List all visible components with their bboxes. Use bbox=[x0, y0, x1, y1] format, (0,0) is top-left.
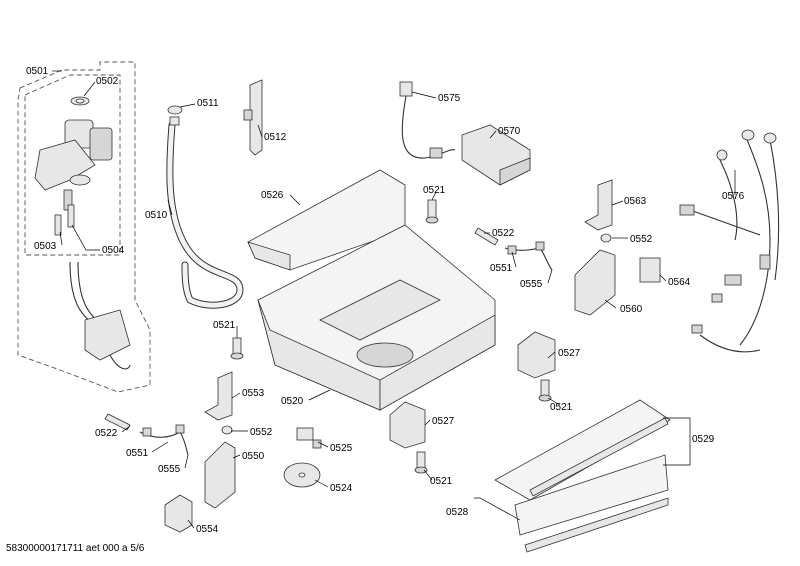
part-0520-base-tub bbox=[257, 224, 496, 411]
label-0553: 0553 bbox=[242, 388, 265, 399]
label-0529: 0529 bbox=[692, 434, 715, 445]
label-0521-d: 0521 bbox=[430, 476, 453, 487]
label-0521-a: 0521 bbox=[423, 185, 446, 196]
label-0524: 0524 bbox=[330, 483, 353, 494]
part-0570-control-module bbox=[461, 124, 531, 186]
part-0521-foot-d bbox=[414, 451, 428, 474]
label-0521-c: 0521 bbox=[550, 402, 573, 413]
part-0521-foot-c bbox=[538, 379, 552, 402]
part-0512-bracket bbox=[243, 79, 263, 156]
part-0527-cover-right bbox=[517, 331, 556, 379]
part-0521-foot-a bbox=[425, 199, 439, 224]
part-0511-clamp bbox=[167, 105, 183, 126]
label-0511: 0511 bbox=[197, 98, 219, 109]
part-0529-plinth bbox=[494, 399, 671, 501]
label-0570: 0570 bbox=[498, 126, 521, 137]
label-0504: 0504 bbox=[102, 245, 125, 256]
label-0521-b: 0521 bbox=[213, 320, 236, 331]
label-0520: 0520 bbox=[281, 396, 304, 407]
part-0504-hose bbox=[69, 261, 131, 370]
part-0563-bracket bbox=[584, 179, 613, 231]
label-0551-b: 0551 bbox=[126, 448, 149, 459]
label-0555-a: 0555 bbox=[520, 279, 543, 290]
label-0551-a: 0551 bbox=[490, 263, 513, 274]
part-0560-bracket bbox=[574, 249, 616, 316]
label-0527-a: 0527 bbox=[558, 348, 581, 359]
label-0503: 0503 bbox=[34, 241, 57, 252]
part-0554-clip bbox=[164, 494, 193, 533]
label-0552-a: 0552 bbox=[630, 234, 653, 245]
label-0560: 0560 bbox=[620, 304, 643, 315]
part-0503-filter bbox=[54, 204, 75, 236]
leader-lines bbox=[52, 70, 736, 529]
part-0521-foot-b bbox=[230, 337, 244, 360]
document-reference: 58300000171711 aet 000 a 5/6 bbox=[6, 543, 145, 554]
label-0564: 0564 bbox=[668, 277, 691, 288]
part-0552-nut-right bbox=[600, 233, 612, 243]
part-0576-wiring-harness bbox=[679, 129, 780, 353]
part-0528-plinth-strip bbox=[514, 454, 669, 553]
label-0528: 0528 bbox=[446, 507, 469, 518]
label-0526: 0526 bbox=[261, 190, 284, 201]
part-labels: 0501 0502 0503 0504 0510 0511 0512 0526 … bbox=[26, 66, 745, 535]
part-0522-sensor-right bbox=[474, 227, 553, 271]
label-0575: 0575 bbox=[438, 93, 461, 104]
part-0550-bracket bbox=[204, 441, 236, 509]
label-0502: 0502 bbox=[96, 76, 119, 87]
label-0554: 0554 bbox=[196, 524, 219, 535]
assembly-0501-outline bbox=[17, 61, 151, 393]
label-0510: 0510 bbox=[145, 210, 168, 221]
label-0555-b: 0555 bbox=[158, 464, 181, 475]
part-0575-cable bbox=[399, 81, 456, 159]
label-0527-b: 0527 bbox=[432, 416, 455, 427]
part-0552-nut-left bbox=[221, 425, 233, 435]
part-0525-switch bbox=[296, 427, 322, 449]
part-0527-cover-left bbox=[389, 401, 426, 449]
label-0550: 0550 bbox=[242, 451, 265, 462]
part-inlet-valve-assembly bbox=[34, 119, 113, 211]
part-0524-disc bbox=[283, 462, 321, 488]
label-0552-b: 0552 bbox=[250, 427, 273, 438]
label-0525: 0525 bbox=[330, 443, 353, 454]
part-0522-sensor-left bbox=[104, 413, 189, 456]
part-0564-connector bbox=[639, 257, 661, 283]
part-0502-nut bbox=[70, 96, 90, 106]
part-0553-bracket bbox=[204, 371, 233, 421]
label-0522-b: 0522 bbox=[95, 428, 118, 439]
label-0522-a: 0522 bbox=[492, 228, 515, 239]
part-0510-drain-hose bbox=[166, 121, 244, 309]
label-0563: 0563 bbox=[624, 196, 647, 207]
label-0576: 0576 bbox=[722, 191, 745, 202]
label-0512: 0512 bbox=[264, 132, 287, 143]
label-0501: 0501 bbox=[26, 66, 49, 77]
